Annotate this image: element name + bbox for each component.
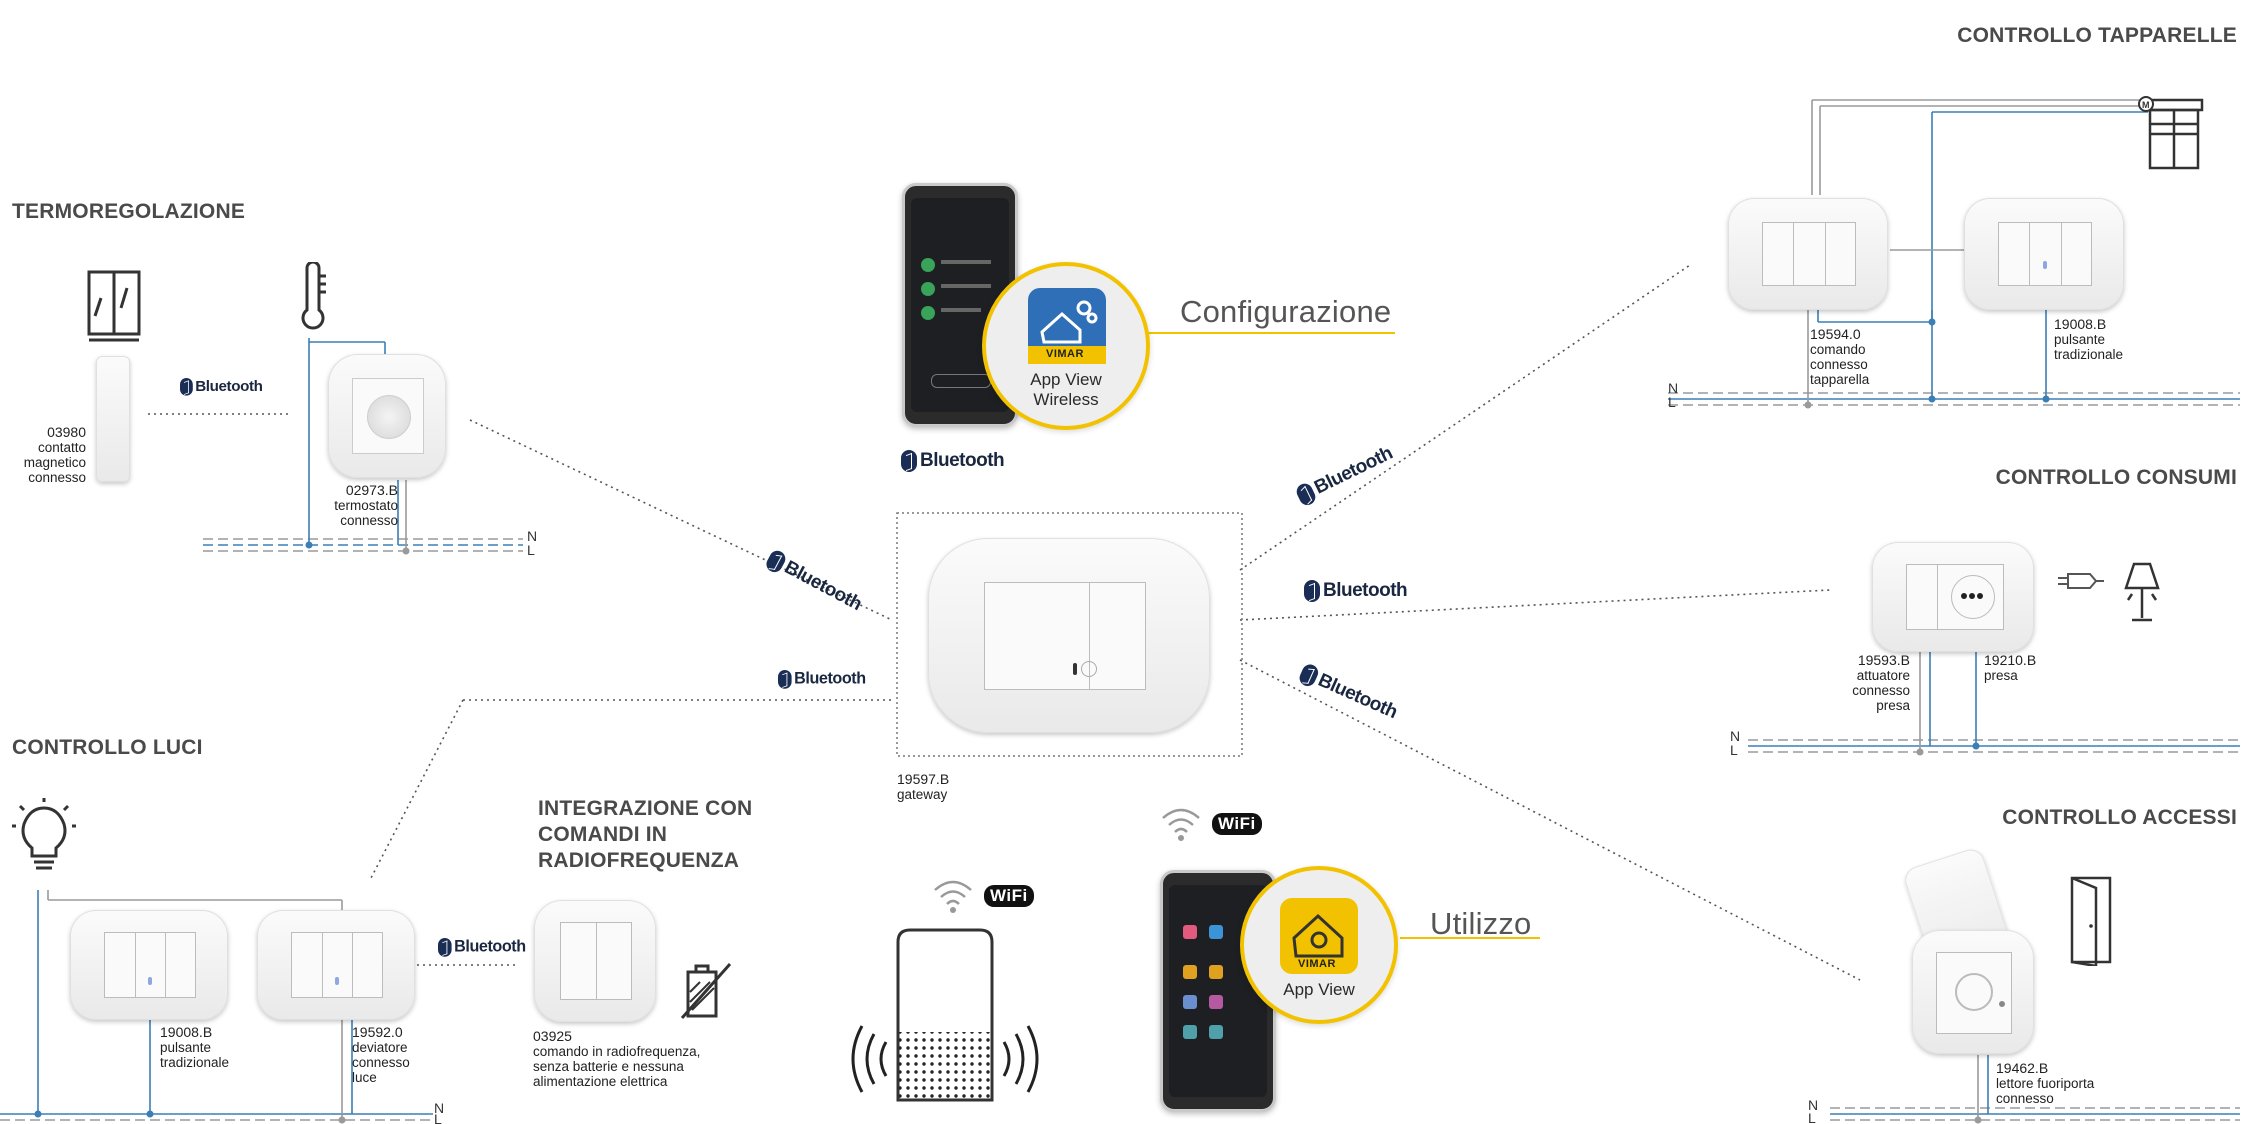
bluetooth-icon [1304, 580, 1320, 602]
bluetooth-label-consumi: Bluetooth [1304, 580, 1408, 602]
attuatore-presa-device [1872, 542, 2034, 652]
title-controllo-luci: CONTROLLO LUCI [12, 736, 203, 759]
deviatore-luci-device [257, 910, 415, 1020]
bluetooth-icon [438, 938, 452, 957]
line-label-tap: L [1668, 394, 1676, 410]
comando-tapparella-device [1728, 198, 1888, 310]
title-controllo-tapparelle: CONTROLLO TAPPARELLE [1957, 24, 2237, 47]
title-controllo-accessi: CONTROLLO ACCESSI [2002, 806, 2237, 829]
wifi-icon [1162, 808, 1200, 841]
gateway-insert [984, 582, 1146, 690]
bluetooth-icon [778, 670, 792, 689]
neutral-label-luci: N [434, 1100, 444, 1116]
bluetooth-label-radiofrequenza: Bluetooth [438, 938, 526, 957]
pulsante-tapparella-device [1964, 198, 2124, 310]
line-label-accessi: L [1808, 1110, 1816, 1124]
blind-motor-icon: M [2138, 96, 2204, 170]
bluetooth-label-config: Bluetooth [901, 450, 1005, 472]
bluetooth-label-gateway-luci: Bluetooth [778, 670, 866, 689]
no-battery-icon [680, 963, 732, 1019]
gateway-device [928, 538, 1210, 733]
wifi-label-speaker: WiFi [930, 876, 1034, 916]
bluetooth-icon [901, 450, 917, 472]
app-view-badge[interactable]: VIMAR App View [1240, 866, 1398, 1024]
window-icon [87, 270, 141, 342]
app-view-wireless-icon: VIMAR [1028, 288, 1106, 364]
door-icon [2070, 876, 2112, 966]
neutral-label-consumi: N [1730, 728, 1740, 744]
bluetooth-icon [180, 378, 193, 396]
pulsante-luci-device [70, 910, 228, 1020]
bluetooth-label-termo: Bluetooth [180, 378, 263, 396]
title-controllo-consumi: CONTROLLO CONSUMI [1995, 466, 2237, 489]
title-termoregolazione: TERMOREGOLAZIONE [12, 200, 246, 223]
wifi-icon [934, 880, 972, 913]
plug-icon [2058, 573, 2104, 589]
title-integrazione: INTEGRAZIONE CON COMANDI IN RADIOFREQUEN… [538, 797, 753, 872]
magnetic-contact-device [96, 356, 130, 482]
app-view-icon: VIMAR [1280, 898, 1358, 974]
lamp-icon [2124, 562, 2160, 622]
wifi-label-app: WiFi [1158, 804, 1262, 844]
app-view-name: App View [1283, 980, 1355, 999]
lettore-fuoriporta-device [1912, 930, 2034, 1054]
line-label-consumi: L [1730, 742, 1738, 758]
thermometer-icon [301, 262, 326, 330]
smart-speaker-icon [851, 928, 1039, 1102]
thermostat-device [328, 354, 446, 478]
svg-text:M: M [2142, 100, 2150, 110]
line-label-termo: L [527, 542, 535, 558]
radiofrequenza-device [534, 900, 656, 1022]
neutral-label-accessi: N [1808, 1097, 1818, 1113]
line-label-luci: L [434, 1111, 442, 1124]
neutral-label-tap: N [1668, 380, 1678, 396]
neutral-label-termo: N [527, 528, 537, 544]
lightbulb-icon [12, 798, 76, 870]
configurazione-label: Configurazione [1180, 294, 1392, 329]
utilizzo-label: Utilizzo [1430, 906, 1532, 941]
